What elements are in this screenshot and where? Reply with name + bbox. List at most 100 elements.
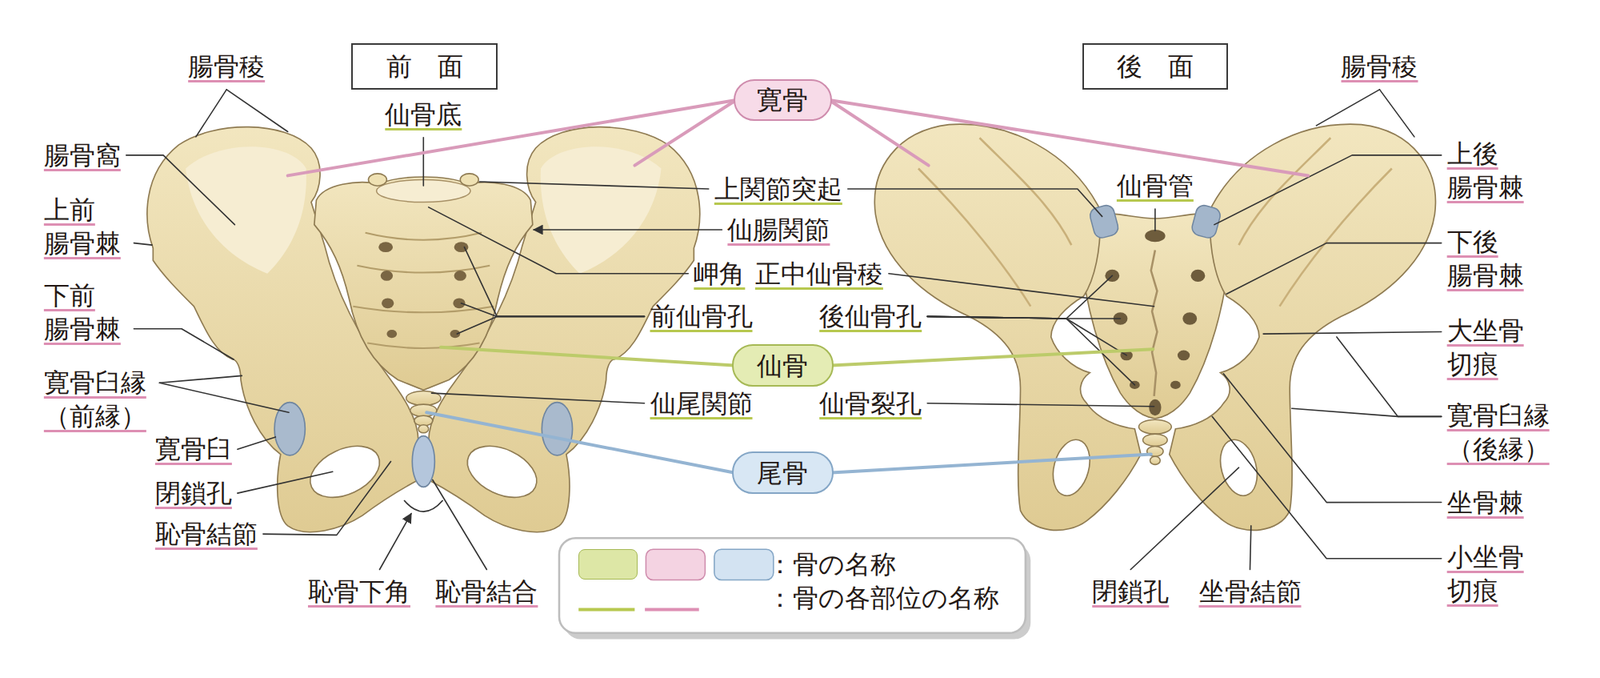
leader-line bbox=[226, 89, 288, 132]
leader-line bbox=[829, 100, 929, 166]
leader-line bbox=[159, 382, 289, 412]
leader-line bbox=[237, 436, 276, 449]
view-title-box: 前 面 bbox=[351, 43, 497, 89]
part-label: 寛骨臼 bbox=[155, 432, 232, 465]
sacral-canal bbox=[1144, 229, 1166, 242]
legend-text: ：骨の名称 bbox=[767, 548, 896, 580]
legend-underline-pink bbox=[644, 608, 700, 612]
part-label: 恥骨結節 bbox=[155, 517, 258, 550]
leader-line bbox=[831, 454, 1152, 473]
sacrum-back bbox=[1080, 213, 1230, 419]
leader-line bbox=[380, 513, 412, 570]
part-label: 坐骨結節 bbox=[1199, 575, 1302, 608]
leader-line bbox=[927, 403, 1154, 407]
leader-line bbox=[533, 228, 722, 231]
pubic-symphysis bbox=[412, 436, 435, 488]
leader-line bbox=[456, 316, 644, 334]
part-label: 下後 腸骨棘 bbox=[1447, 224, 1532, 292]
leader-line bbox=[831, 348, 1153, 365]
node-text: 仙骨 bbox=[756, 349, 808, 382]
part-label: 仙骨管 bbox=[1116, 169, 1194, 202]
leader-line bbox=[1223, 373, 1441, 503]
articular-facet bbox=[1190, 203, 1222, 240]
leader-line bbox=[634, 100, 736, 166]
sacral-hiatus bbox=[1148, 399, 1161, 416]
part-label: 前仙骨孔 bbox=[650, 300, 753, 332]
bone-name-pill: 仙骨 bbox=[732, 344, 835, 386]
leader-line bbox=[464, 247, 644, 317]
anterior-sacral-foramen bbox=[386, 329, 397, 338]
leader-line bbox=[288, 100, 736, 176]
leader-line bbox=[422, 137, 424, 186]
part-label: 仙骨裂孔 bbox=[819, 387, 922, 420]
part-label: 正中仙骨稜 bbox=[755, 257, 884, 290]
leader-line bbox=[888, 273, 1155, 307]
anterior-sacral-foramen bbox=[378, 241, 393, 252]
part-label: 仙腸関節 bbox=[727, 213, 830, 246]
leader-line bbox=[1250, 525, 1252, 570]
leader-line bbox=[432, 392, 645, 404]
coccyx-segment bbox=[1138, 419, 1172, 434]
leader-line bbox=[1212, 416, 1441, 558]
leader-line bbox=[263, 461, 392, 536]
bone-name-pill: 寛骨 bbox=[733, 79, 832, 121]
sacral-ridge bbox=[365, 232, 482, 240]
sacral-ridge bbox=[356, 265, 490, 273]
leader-line bbox=[1130, 467, 1239, 569]
part-label: 腸骨稜 bbox=[1340, 50, 1418, 83]
leader-line bbox=[237, 471, 333, 493]
part-label: 上後 腸骨棘 bbox=[1447, 136, 1532, 204]
leader-line bbox=[426, 412, 734, 472]
leader-line bbox=[461, 303, 645, 317]
part-label: 上関節突起 bbox=[714, 172, 843, 205]
part-label: 後仙骨孔 bbox=[819, 300, 922, 332]
leader-line bbox=[1263, 332, 1442, 335]
leader-line bbox=[126, 155, 236, 225]
part-label: 仙骨底 bbox=[384, 98, 462, 131]
legend-swatch-blue bbox=[714, 548, 774, 580]
superior-articular-process bbox=[460, 173, 479, 186]
sacrum-front bbox=[314, 176, 533, 390]
node-text: 寛骨 bbox=[756, 84, 808, 116]
leader-line bbox=[829, 100, 1309, 176]
anterior-sacral-foramen bbox=[452, 297, 465, 308]
leader-line bbox=[196, 89, 227, 137]
part-label: 寛骨臼縁 （後縁） bbox=[1447, 398, 1558, 466]
part-label: 仙尾関節 bbox=[650, 387, 753, 420]
articular-facet bbox=[1088, 203, 1120, 240]
view-title-box: 後 面 bbox=[1082, 43, 1228, 89]
anterior-sacral-foramen bbox=[381, 297, 394, 308]
part-label: 恥骨結合 bbox=[435, 575, 538, 608]
leader-line bbox=[159, 375, 242, 383]
leader-line bbox=[1336, 336, 1442, 417]
leader-line bbox=[480, 181, 709, 189]
posterior-sacral-foramen bbox=[1191, 269, 1206, 282]
node-text: 尾骨 bbox=[756, 456, 808, 489]
part-label: 小坐骨 切痕 bbox=[1447, 540, 1532, 608]
part-label: 閉鎖孔 bbox=[155, 476, 232, 509]
part-label: 下前 腸骨棘 bbox=[44, 278, 129, 346]
part-label: 恥骨下角 bbox=[308, 575, 411, 608]
leader-line bbox=[428, 207, 689, 274]
leader-line bbox=[1226, 243, 1442, 295]
node-text: 後 面 bbox=[1116, 50, 1194, 83]
part-label: 坐骨棘 bbox=[1447, 486, 1524, 519]
bone-name-pill: 尾骨 bbox=[732, 451, 835, 493]
posterior-sacral-foramen bbox=[1182, 312, 1197, 324]
part-label: 大坐骨 切痕 bbox=[1447, 313, 1532, 381]
superior-articular-process bbox=[368, 173, 387, 186]
leader-line bbox=[927, 275, 1112, 319]
leader-line bbox=[1154, 208, 1156, 231]
part-label: 寛骨臼縁 （前縁） bbox=[44, 365, 155, 433]
legend-underline-green bbox=[578, 608, 635, 612]
posterior-sacral-foramen bbox=[1177, 350, 1190, 361]
leader-line bbox=[1380, 89, 1415, 137]
median-sacral-crest bbox=[1151, 250, 1158, 396]
leader-line bbox=[1292, 408, 1442, 416]
leader-line bbox=[432, 480, 488, 570]
legend-swatch-pink bbox=[645, 548, 705, 580]
part-label: 岬角 bbox=[693, 257, 745, 290]
anterior-sacral-foramen bbox=[380, 270, 393, 281]
hip-bone-back-right bbox=[1169, 124, 1436, 530]
